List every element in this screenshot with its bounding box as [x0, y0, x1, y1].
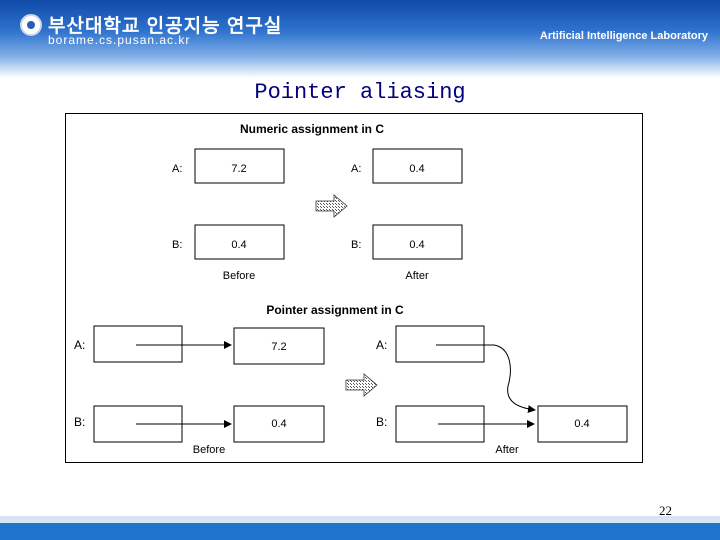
host-name: borame.cs.pusan.ac.kr [48, 33, 191, 47]
pointer-before-a-var-box [93, 325, 183, 363]
lab-name: Artificial Intelligence Laboratory [539, 30, 708, 42]
pointer-after-b-value: 0.4 [574, 418, 589, 430]
numeric-before-a-label: A: [172, 163, 182, 175]
aliasing-figure: Numeric assignment in C A: 7.2 A: 0.4 B:… [65, 113, 643, 463]
pointer-after-b-label: B: [376, 415, 387, 429]
pointer-before-a-value-box [233, 327, 325, 365]
footer-blue-bar [0, 523, 720, 540]
numeric-after-b-box [372, 224, 463, 260]
numeric-before-caption: Before [223, 270, 255, 282]
numeric-after-a-label: A: [351, 163, 361, 175]
numeric-before-b-label: B: [172, 239, 182, 251]
pointer-before-caption: Before [193, 444, 225, 456]
numeric-before-a-value: 7.2 [231, 163, 246, 175]
footer-light-bar [0, 516, 720, 523]
slide-title: Pointer aliasing [254, 80, 466, 105]
university-name: 부산대학교 인공지능 연구실 [48, 16, 283, 37]
pointer-before-b-label: B: [74, 415, 85, 429]
pointer-after-a-arrow [436, 344, 536, 414]
numeric-transition-arrow-icon [315, 194, 348, 218]
pointer-after-a-label: A: [376, 338, 387, 352]
numeric-after-a-box [372, 148, 463, 184]
pointer-before-b-value-box [233, 405, 325, 443]
header-banner: 부산대학교 인공지능 연구실 borame.cs.pusan.ac.kr Art… [0, 0, 720, 78]
numeric-after-a-value: 0.4 [409, 163, 424, 175]
pointer-after-caption: After [495, 444, 519, 456]
numeric-section-title: Numeric assignment in C [240, 122, 384, 136]
numeric-before-a-box [194, 148, 285, 184]
pointer-after-b-value-box [537, 405, 628, 443]
university-seal-icon [20, 14, 42, 36]
pointer-before-a-label: A: [74, 338, 85, 352]
pointer-section-title: Pointer assignment in C [266, 303, 404, 317]
pointer-after-a-var-box [395, 325, 485, 363]
pointer-before-a-value: 7.2 [271, 341, 286, 353]
pointer-before-b-value: 0.4 [271, 418, 286, 430]
numeric-after-caption: After [405, 270, 429, 282]
numeric-before-b-value: 0.4 [231, 239, 246, 251]
page-number: 22 [659, 503, 672, 518]
numeric-after-b-label: B: [351, 239, 361, 251]
numeric-before-b-box [194, 224, 285, 260]
pointer-transition-arrow-icon [345, 373, 378, 397]
aliasing-diagram: Numeric assignment in C A: 7.2 A: 0.4 B:… [74, 122, 628, 456]
numeric-after-b-value: 0.4 [409, 239, 424, 251]
